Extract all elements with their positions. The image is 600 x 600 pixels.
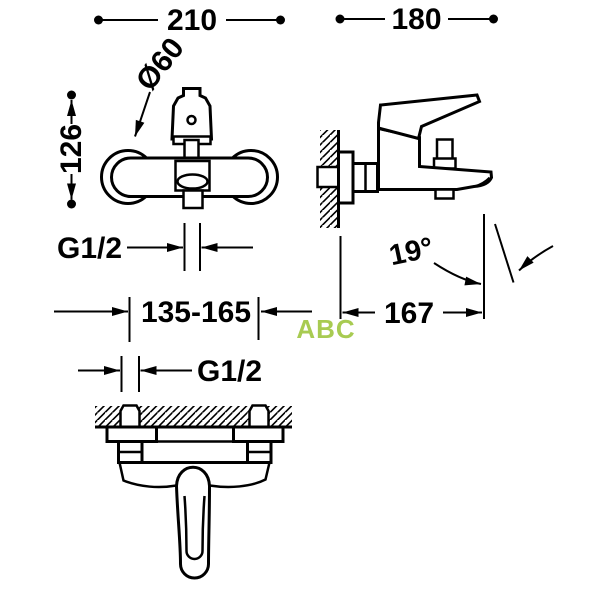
dim-front-width: 210: [94, 4, 285, 37]
dim-height: 126: [55, 90, 88, 209]
dim-depth-label: 180: [391, 3, 441, 36]
wing-right: [209, 462, 271, 489]
lever-handle-front: [170, 87, 214, 141]
flange-right: [232, 425, 285, 443]
dim-spout-reach-label: 167: [384, 297, 434, 330]
outlet-pipe-front: [182, 189, 204, 210]
body-side: [377, 126, 494, 191]
dim-height-label: 126: [55, 124, 88, 174]
dim-dot: [335, 14, 345, 24]
dim-dot: [67, 90, 76, 100]
supply-pipe-right: [248, 404, 270, 429]
supply-pipe-left: [119, 404, 141, 429]
dim-dot: [276, 15, 285, 25]
escutcheon-side: [337, 150, 355, 205]
leader-arrow: [134, 91, 151, 137]
dimension-annotations: 210 180 126 Ø60 G1/2: [54, 3, 554, 392]
angle-reference-line: [494, 223, 515, 283]
lever-inner-outline: [183, 495, 206, 561]
shower-outlet: [434, 188, 455, 200]
dim-supply-thread: G1/2: [78, 355, 262, 392]
dim-outlet-thread: G1/2: [57, 223, 253, 271]
dim-front-width-label: 210: [167, 4, 217, 37]
dim-spout-reach: 167: [339, 214, 485, 330]
wing-left: [118, 462, 177, 489]
dim-dot: [489, 14, 498, 24]
flange-left: [105, 425, 158, 443]
lever-handle-plan: [174, 465, 212, 580]
angle-arrow: [518, 245, 554, 272]
wall-hatch-plan: [95, 406, 292, 427]
dim-supply-centers: 135-165: [54, 296, 312, 342]
side-view: [316, 93, 494, 228]
dim-supply-centers-label: 135-165: [141, 296, 251, 329]
supply-elbow: [316, 165, 340, 189]
dim-dot: [67, 199, 76, 209]
dim-dot: [94, 15, 103, 25]
watermark: ABC: [296, 314, 355, 344]
dim-escutcheon-diameter-label: Ø60: [130, 32, 191, 97]
dim-supply-thread-label: G1/2: [197, 355, 262, 388]
front-view: [100, 87, 279, 210]
aerator-ellipse: [176, 173, 209, 190]
lever-handle-side: [377, 93, 482, 141]
plan-view: [95, 404, 292, 580]
dim-spout-angle: 19°: [386, 223, 554, 286]
dim-depth: 180: [335, 3, 498, 36]
dim-spout-angle-label: 19°: [386, 232, 436, 272]
dim-outlet-thread-label: G1/2: [57, 232, 122, 265]
angle-arrow: [433, 262, 482, 286]
handle-dot: [186, 114, 197, 126]
spout-lip-line: [473, 176, 491, 188]
